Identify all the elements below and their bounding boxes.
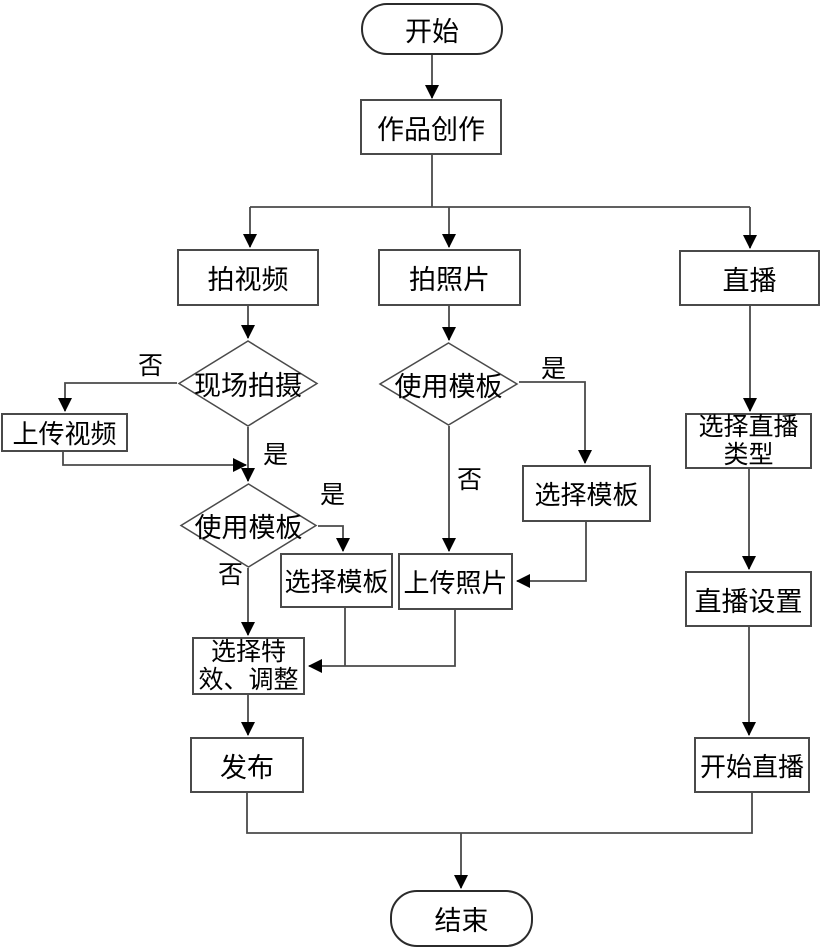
edge-label-video-template-yes: 是 [320, 481, 346, 509]
node-select-template-photo: 选择模板 [522, 465, 651, 522]
node-work-creation: 作品创作 [360, 99, 502, 155]
diamond-shape [177, 340, 319, 427]
node-upload-video: 上传视频 [1, 413, 128, 452]
node-select-live-type-line1: 选择直播 [698, 413, 799, 441]
node-upload-video-label: 上传视频 [12, 419, 117, 449]
node-select-template-photo-label: 选择模板 [534, 480, 639, 510]
node-start: 开始 [361, 3, 503, 55]
edge-label-onsite-yes: 是 [263, 441, 289, 469]
node-live-settings: 直播设置 [685, 571, 812, 627]
node-work-creation-label: 作品创作 [377, 114, 485, 145]
decision-use-template-video-label: 使用模板 [194, 513, 303, 543]
node-select-effects-line1: 选择特 [210, 638, 286, 666]
node-end: 结束 [390, 890, 533, 947]
edge-template-yes-to-select-template-video [318, 525, 350, 552]
diamond-shape [179, 483, 318, 568]
node-take-photo: 拍照片 [378, 249, 521, 306]
node-upload-photo: 上传照片 [398, 553, 513, 610]
decision-use-template-photo-label: 使用模板 [394, 371, 503, 402]
edge-upload-photo-to-effects [308, 610, 456, 673]
node-live: 直播 [679, 250, 820, 306]
edge-label-photo-template-yes: 是 [541, 355, 567, 383]
decision-onsite-shooting: 现场拍摄 [177, 340, 319, 427]
diamond-shape [378, 342, 519, 426]
decision-onsite-shooting-label: 现场拍摄 [194, 371, 302, 401]
node-select-effects: 选择特 效、调整 [192, 637, 305, 695]
node-shoot-video-label: 拍视频 [207, 265, 289, 295]
node-select-live-type: 选择直播 类型 [685, 413, 812, 469]
node-publish-label: 发布 [220, 752, 274, 783]
decision-use-template-photo: 使用模板 [378, 342, 519, 426]
node-end-label: 结束 [434, 906, 489, 936]
node-start-live: 开始直播 [694, 737, 810, 793]
node-select-template-video-label: 选择模板 [284, 567, 389, 597]
edge-onsite-no-to-upload-video [58, 382, 177, 412]
node-select-template-video: 选择模板 [280, 553, 393, 608]
edge-select-template-photo-to-upload-photo [516, 522, 587, 588]
node-shoot-video: 拍视频 [177, 249, 319, 306]
edge-label-video-template-no: 否 [218, 561, 244, 589]
node-start-live-label: 开始直播 [699, 751, 804, 782]
decision-use-template-video: 使用模板 [179, 483, 318, 568]
node-live-label: 直播 [722, 265, 777, 296]
node-publish: 发布 [190, 737, 304, 793]
edge-end-bus [246, 793, 753, 834]
edge-upload-video-merge [62, 452, 247, 472]
edge-label-onsite-no: 否 [138, 352, 164, 380]
node-live-settings-label: 直播设置 [694, 586, 803, 617]
node-select-effects-line2: 效、调整 [198, 666, 299, 694]
node-upload-photo-label: 上传照片 [403, 568, 508, 598]
node-start-label: 开始 [405, 16, 459, 47]
edge-label-photo-template-no: 否 [457, 466, 483, 494]
edge-template-yes-to-select-template-photo [519, 381, 592, 464]
node-select-live-type-line2: 类型 [723, 441, 774, 469]
node-take-photo-label: 拍照片 [409, 265, 490, 295]
